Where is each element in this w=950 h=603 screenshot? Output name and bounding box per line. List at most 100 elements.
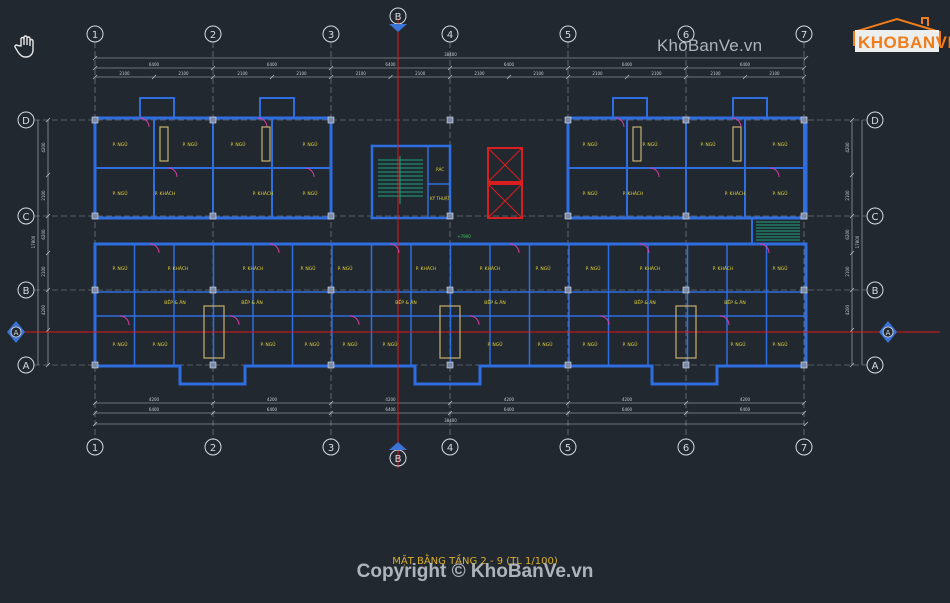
dim-bottom-detail-text: 4200	[267, 397, 278, 402]
watermark-copyright: Copyright © KhoBanVe.vn	[356, 561, 594, 582]
door-swing	[389, 243, 400, 254]
grid-bubble-col	[441, 25, 459, 43]
dim-top-detail-text: 2100	[533, 71, 544, 76]
door-swing	[649, 167, 660, 178]
dim-bottom-axes-tick	[565, 410, 571, 416]
dim-top-detail-text: 2100	[237, 71, 248, 76]
grid-label-row: B	[872, 286, 879, 297]
dim-vertical-tick	[45, 213, 51, 219]
structural-column	[91, 286, 99, 294]
grid-label-col: 4	[447, 30, 453, 41]
bath-fixture-lower	[439, 305, 461, 359]
structural-column	[564, 212, 572, 220]
grid-bubble-col	[86, 25, 104, 43]
door-swing	[304, 167, 315, 178]
dim-vertical-text: 2100	[41, 190, 46, 201]
door-swing	[599, 315, 610, 326]
room-label-bedroom: P. NGŨ	[112, 190, 127, 197]
structural-column	[682, 286, 690, 294]
grid-bubble-row	[17, 281, 35, 299]
room-label-living: P. KHÁCH	[623, 190, 644, 197]
grid-label-row: D	[871, 116, 879, 127]
elevation-mark: +7900	[457, 234, 471, 239]
room-label-living: P. KHÁCH	[713, 265, 734, 272]
dim-bottom-axes-tick	[447, 410, 453, 416]
grid-bubble-row	[17, 356, 35, 374]
dim-total-text: 17800	[31, 235, 36, 248]
dim-bottom-axes-text: 6400	[385, 407, 396, 412]
room-label-living: P. KHÁCH	[253, 190, 274, 197]
room-label-bedroom: P. NGŨ	[537, 341, 552, 348]
dim-vertical-tick	[849, 250, 855, 256]
grid-bubble-row	[866, 356, 884, 374]
room-label-bedroom: P. NGŨ	[642, 141, 657, 148]
door-swing	[469, 315, 480, 326]
grid-label-col: 1	[92, 443, 98, 454]
door-swing	[167, 167, 178, 178]
dim-vertical-text: 4200	[845, 304, 850, 315]
room-label-kitchen: BẾP & ĂN	[395, 298, 416, 306]
grid-bubble-row	[866, 207, 884, 225]
structural-column	[800, 212, 808, 220]
elevator-shaft	[487, 147, 523, 183]
grid-bubble-col	[677, 438, 695, 456]
dim-overall-top-tick	[92, 55, 98, 61]
door-swing	[229, 315, 240, 326]
dim-bottom-axes-text: 6400	[740, 407, 751, 412]
structural-column	[564, 286, 572, 294]
dim-top-axes-tick	[92, 65, 98, 71]
room-label-bedroom: P. NGŨ	[582, 190, 597, 197]
dim-top-axes-tick	[210, 65, 216, 71]
structural-column	[446, 212, 454, 220]
structural-column	[446, 361, 454, 369]
dim-vertical-text: 2100	[845, 190, 850, 201]
watermark-badge-text: KHOBANVE	[858, 33, 950, 52]
dim-bottom-detail-tick	[447, 400, 453, 406]
dim-top-axes-text: 6400	[267, 62, 278, 67]
grid-bubble-col	[559, 25, 577, 43]
structural-column	[564, 361, 572, 369]
structural-column	[327, 361, 335, 369]
hand-pan-icon[interactable]	[14, 34, 38, 60]
structural-column	[800, 116, 808, 124]
dim-bottom-axes-tick	[210, 410, 216, 416]
bath-fixture	[159, 126, 169, 162]
dim-vertical-tick	[45, 250, 51, 256]
dim-vertical-tick	[849, 213, 855, 219]
bath-fixture	[732, 126, 742, 162]
grid-bubble-row	[17, 111, 35, 129]
dim-top-detail-tick	[328, 74, 334, 80]
dim-vertical-tick	[45, 117, 51, 123]
room-label-bedroom: P. NGŨ	[302, 190, 317, 197]
dim-top-detail-tick	[683, 74, 689, 80]
dim-bottom-axes-text: 6400	[149, 407, 160, 412]
structural-column	[800, 286, 808, 294]
dim-top-axes-tick	[683, 65, 689, 71]
grid-label-row: C	[872, 212, 879, 223]
room-label-bedroom: P. NGŨ	[342, 341, 357, 348]
room-label-bedroom: P. NGŨ	[300, 265, 315, 272]
room-label-bedroom: P. NGŨ	[772, 190, 787, 197]
dim-bottom-detail-text: 4200	[622, 397, 633, 402]
dim-top-detail-text: 2100	[651, 71, 662, 76]
bath-fixture-lower	[203, 305, 225, 359]
plan-title: MẶT BẰNG TẦNG 2 - 9 (TL 1/100)	[392, 556, 558, 567]
room-label-living: P. KHÁCH	[243, 265, 264, 272]
grid-label-col: 5	[565, 30, 571, 41]
dim-top-detail-tick	[447, 74, 453, 80]
dim-overall-bottom-tick	[92, 421, 98, 427]
dim-top-detail-text: 2100	[415, 71, 426, 76]
dim-top-axes-text: 6400	[504, 62, 515, 67]
dim-top-axes-tick	[447, 65, 453, 71]
room-label-living: P. KHÁCH	[725, 190, 746, 197]
dim-vertical-text: 4200	[845, 142, 850, 153]
structural-column	[91, 116, 99, 124]
structural-column	[800, 361, 808, 369]
watermark-badge: KHOBANVE	[852, 16, 950, 56]
grid-bubble-col	[795, 438, 813, 456]
dim-top-detail-text: 2100	[592, 71, 603, 76]
room-label-bedroom: P. NGŨ	[772, 341, 787, 348]
dim-bottom-axes-text: 6400	[267, 407, 278, 412]
grid-bubble-col	[204, 438, 222, 456]
